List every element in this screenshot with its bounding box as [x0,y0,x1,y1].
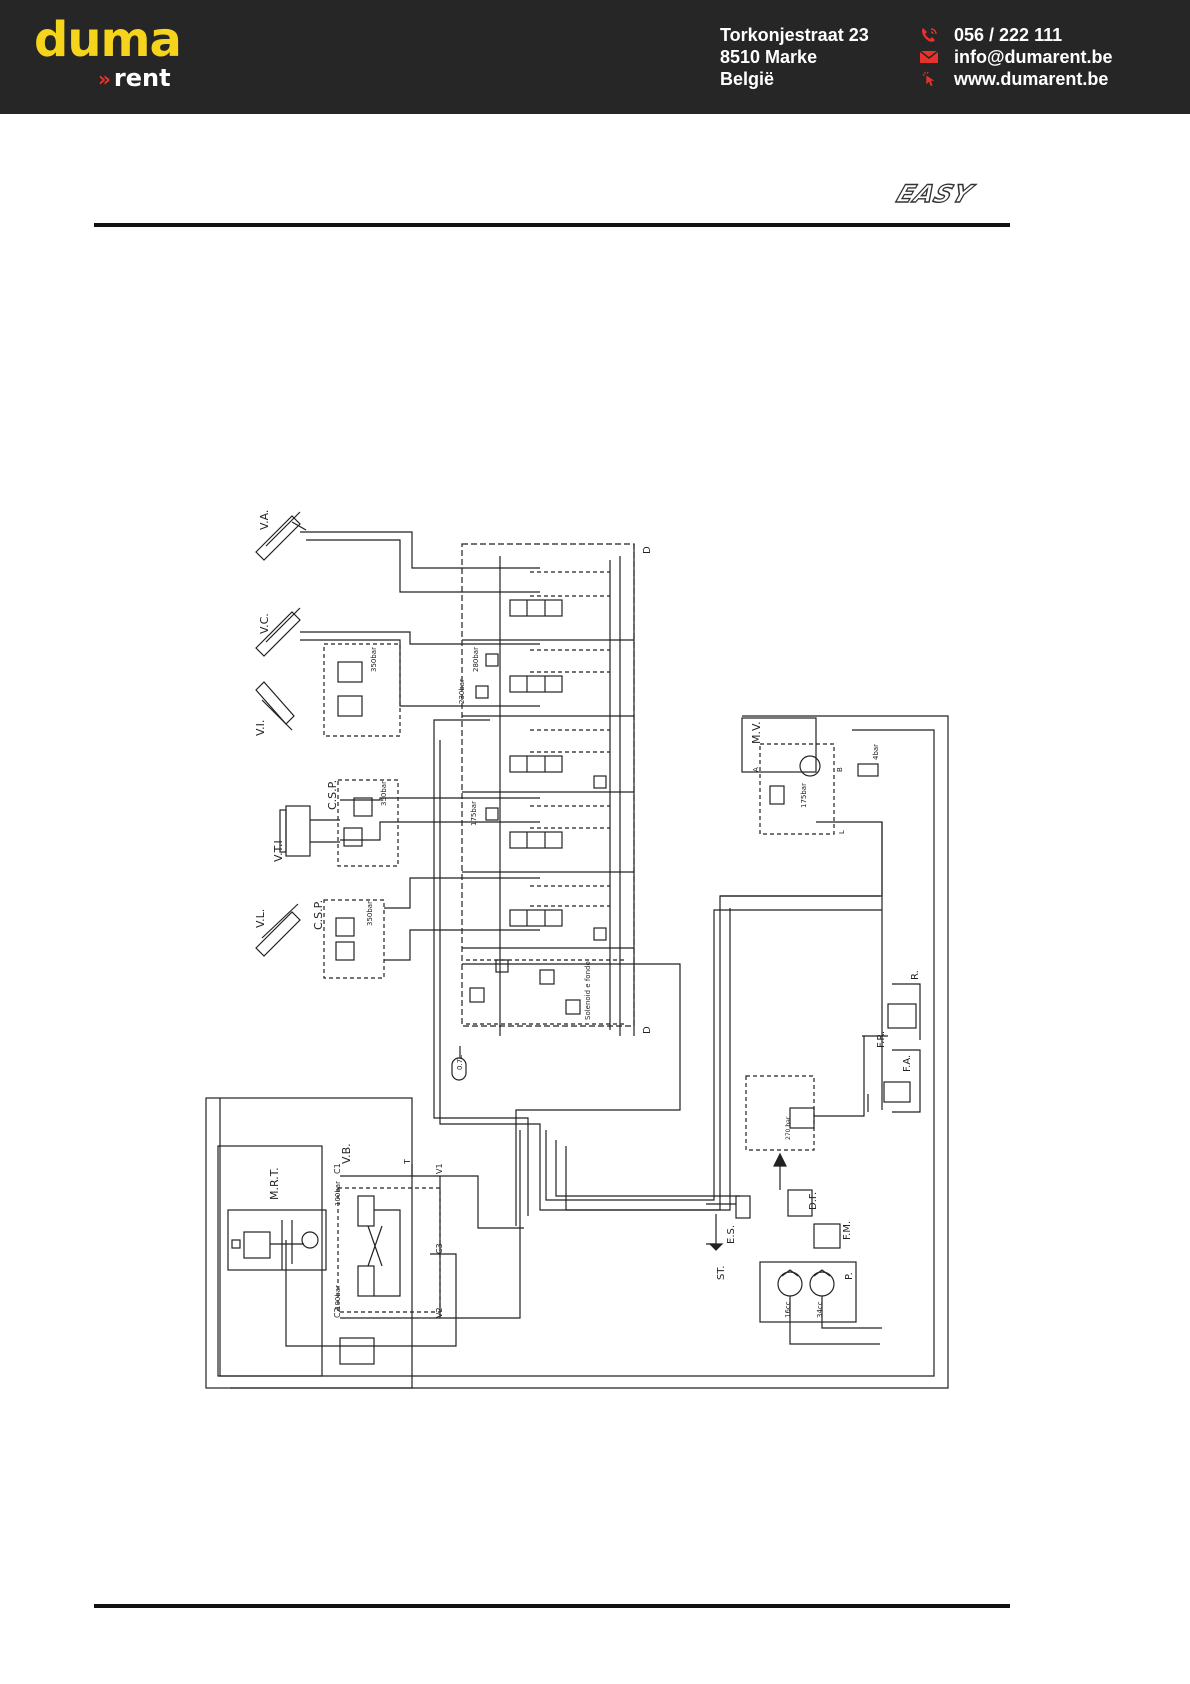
shuttle-valve [339,1337,375,1365]
website-text[interactable]: www.dumarent.be [954,69,1109,89]
label-pump2: 34cc [816,1301,824,1318]
label-c3: C3 [435,1243,444,1254]
cursor-icon [922,71,935,87]
label-p4: 4bar [872,744,880,760]
cylinder-vi [255,681,295,731]
cylinder-vl [255,903,301,957]
fan-motor [799,755,821,777]
label-mv: M.V. [750,721,763,744]
distributor-valves [469,653,607,1015]
label-p100b: 100bar [334,1285,342,1310]
mrt-box [227,1209,327,1271]
label-pump1: 16cc [784,1301,792,1318]
label-p280: 280bar [472,647,480,672]
cylinder-va [255,511,307,561]
brand-sub-text: rent [113,64,171,92]
label-d-top: D [642,546,653,554]
label-c2: C2 [333,1307,342,1318]
label-l: L [838,830,846,834]
label-vc: V.C. [258,613,271,634]
address-city: 8510 Marke [720,47,818,67]
address-street: Torkonjestraat 23 [720,25,869,45]
email-text[interactable]: info@dumarent.be [954,47,1113,67]
label-vl: V.L. [254,909,267,928]
fan-motor-box [741,717,817,773]
label-solenoid: Solenoid e fondo [584,961,592,1020]
label-p: P. [844,1272,855,1280]
drive-enclosure [205,1097,413,1389]
label-p175b: 175bar [800,783,808,808]
label-p270: 270 bar [785,1116,792,1140]
flow-divider [787,1189,813,1217]
relief-valve-270 [789,1107,815,1129]
pump-34cc [809,1271,835,1297]
label-fr: F.R. [876,1031,887,1048]
label-df: D.F. [808,1192,819,1210]
label-fm: F.M. [842,1221,853,1240]
label-a: A [752,767,760,772]
bottom-divider [94,1604,1010,1608]
mail-icon [920,50,938,63]
brake-valve-vb [337,1187,441,1313]
suction-filter [883,1081,911,1103]
pump-group [759,1261,857,1323]
label-p230: 230bar [458,679,466,704]
schematic-labels: V.A. V.C. V.I. C.S.P. V.T.I C.S.P. V.L. … [254,510,921,1318]
valve-block-vc-vi [323,643,401,737]
solenoid-valve-es [735,1195,751,1219]
spool-sections [509,599,563,927]
fm-filter [813,1223,841,1249]
phone-text[interactable]: 056 / 222 111 [954,25,1063,45]
distributor-block [461,543,635,1027]
pilot-lines [466,571,626,1025]
label-es: E.S. [726,1225,737,1244]
top-divider [94,223,1010,227]
label-v2: V2 [435,1307,444,1318]
brand-logo: duma [34,12,182,68]
label-mrt: M.R.T. [268,1167,281,1200]
label-vb: V.B. [340,1143,353,1164]
label-vi: V.I. [254,720,267,736]
label-st: ST. [716,1266,727,1280]
label-accumulator: 0.7L [456,1055,464,1070]
label-p350a: 350bar [370,647,378,672]
return-filter [887,1003,917,1029]
pressure-switch [857,763,879,777]
cylinder-vti [279,805,340,857]
label-b: B [836,767,844,772]
label-p350b: 350bar [380,781,388,806]
label-p175a: 175bar [470,801,478,826]
travel-motor [301,1231,319,1249]
header-bar: duma »rent Torkonjestraat 23 8510 Marke … [0,0,1190,114]
label-csp1: C.S.P. [326,780,339,810]
label-v1: V1 [435,1163,444,1174]
label-p100a: 100bar [334,1181,342,1206]
label-d-bottom: D [642,1026,653,1034]
address-block: Torkonjestraat 23 8510 Marke België [720,24,869,90]
valve-block-csp1 [337,779,399,867]
label-vti: V.T.I [272,840,285,862]
label-csp2: C.S.P. [312,900,325,930]
phone-icon [922,28,937,42]
label-t: T [403,1159,412,1165]
label-va: V.A. [258,510,271,530]
label-c1: C1 [333,1163,342,1174]
accumulator [451,1057,467,1081]
valve-block-csp2 [323,899,385,979]
brand-logo-sub: »rent [98,64,171,93]
cylinder-vc [255,607,301,657]
chevron-icon: » [98,67,111,91]
label-fa: F.A. [902,1055,913,1072]
check-valves-vc [335,661,373,961]
pump-16cc [777,1271,803,1297]
reducer [243,1231,271,1259]
label-r: R. [910,970,921,980]
label-p350c: 350bar [366,901,374,926]
address-country: België [720,69,775,89]
schematic-lines [205,511,949,1389]
